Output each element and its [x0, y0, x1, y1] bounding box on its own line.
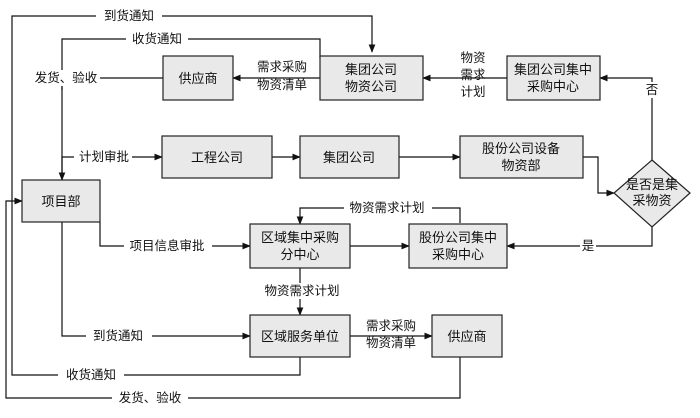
svg-text:集团公司: 集团公司	[345, 62, 397, 78]
node-group-mid: 集团公司	[299, 135, 400, 179]
label-receive-top: 收货通知	[132, 31, 182, 46]
svg-text:是否是集: 是否是集	[626, 177, 678, 193]
svg-text:区域服务单位: 区域服务单位	[261, 329, 339, 345]
edge-equipment-to-decision	[583, 156, 615, 197]
svg-text:采购中心: 采购中心	[527, 79, 579, 95]
label-plan-v1: 物资	[460, 50, 485, 65]
edge-no-branch	[599, 74, 653, 160]
label-yes: 是	[582, 238, 595, 253]
node-regional-center: 区域集中采购 分中心	[249, 223, 351, 269]
edge-receive-notice-top	[61, 38, 321, 90]
node-corp-central: 股份公司集中 采购中心	[408, 223, 508, 269]
node-is-central-decision: 是否是集 采物资	[613, 159, 691, 228]
edge-arrival-notice-bottom	[61, 222, 251, 340]
svg-text:区域集中采购: 区域集中采购	[261, 230, 339, 246]
svg-text:工程公司: 工程公司	[191, 151, 243, 166]
label-plan-v3: 计划	[460, 84, 485, 99]
label-demand-list-bottom-2: 物资清单	[366, 335, 416, 350]
edge-yes-branch	[506, 227, 653, 250]
label-project-info: 项目信息审批	[129, 238, 204, 253]
node-project-dept: 项目部	[21, 179, 101, 223]
svg-text:供应商: 供应商	[178, 71, 217, 87]
svg-text:分中心: 分中心	[280, 248, 319, 263]
svg-text:股份公司集中: 股份公司集中	[419, 230, 497, 246]
label-no: 否	[646, 82, 659, 97]
edge-arrival-notice-top	[11, 15, 376, 201]
label-demand-plan-down: 物资需求计划	[264, 283, 339, 298]
svg-text:供应商: 供应商	[447, 329, 486, 345]
edge-labels: 到货通知 收货通知 发货、验收 需求采购 物资清单 物资 需求 计划 否 计划审…	[34, 8, 659, 406]
node-engineering: 工程公司	[161, 135, 273, 179]
node-supplier-top: 供应商	[162, 55, 234, 101]
label-arrival-top: 到货通知	[104, 8, 154, 23]
label-demand-plan-loop: 物资需求计划	[349, 200, 424, 215]
svg-text:采购中心: 采购中心	[432, 247, 484, 263]
svg-text:项目部: 项目部	[41, 195, 80, 210]
label-plan-v2: 需求	[460, 67, 486, 82]
svg-text:采物资: 采物资	[632, 194, 671, 209]
label-demand-list-bottom-1: 需求采购	[366, 318, 416, 333]
label-demand-list-top-1: 需求采购	[257, 59, 307, 74]
node-supplier-bottom: 供应商	[431, 314, 503, 358]
edge-receive-notice-bottom	[11, 201, 301, 376]
label-ship-bottom: 发货、验收	[119, 390, 182, 405]
svg-text:集团公司集中: 集团公司集中	[514, 62, 592, 78]
label-ship-top: 发货、验收	[35, 70, 98, 85]
svg-text:集团公司: 集团公司	[323, 150, 375, 166]
node-group-central: 集团公司集中 采购中心	[506, 55, 601, 101]
svg-text:物资公司: 物资公司	[345, 80, 397, 95]
node-corp-equipment: 股份公司设备 物资部	[459, 135, 584, 179]
node-group-material: 集团公司 物资公司	[319, 55, 424, 101]
edge-ship-inspect-bottom	[5, 197, 461, 399]
label-demand-list-top-2: 物资清单	[257, 77, 307, 92]
node-regional-service: 区域服务单位	[249, 314, 351, 358]
svg-text:股份公司设备: 股份公司设备	[482, 141, 560, 157]
svg-text:物资部: 物资部	[501, 159, 540, 174]
label-receive-bottom: 收货通知	[66, 367, 116, 382]
label-arrival-bottom: 到货通知	[93, 328, 143, 343]
label-plan-approval: 计划审批	[79, 149, 129, 164]
